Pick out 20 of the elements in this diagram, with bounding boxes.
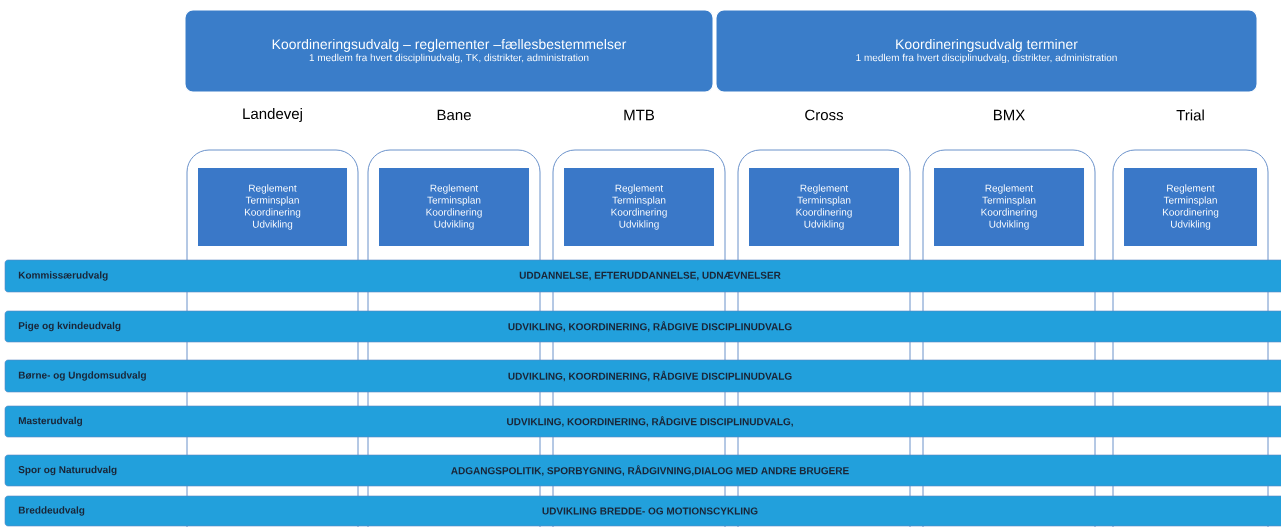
committee-band: Breddeudvalg UDVIKLING BREDDE- OG MOTIONSCYKLING — [4, 495, 1281, 527]
task-box: Reglement Terminsplan Koordinering Udvikling — [564, 168, 714, 246]
task-box: Reglement Terminsplan Koordinering Udvikling — [198, 168, 347, 246]
committee-band: Spor og Naturudvalg ADGANGSPOLITIK, SPORBYGNING, RÅDGIVNING,DIALOG MED ANDRE BRUGERE — [4, 454, 1281, 487]
column-heading: Trial — [1176, 109, 1204, 121]
committee-band: Masterudvalg UDVIKLING, KOORDINERING, RÅDGIVE DISCIPLINUDVALG, — [4, 405, 1281, 438]
committee-box: Koordineringsudvalg – reglementer –fællesbestemmelser 1 medlem fra hvert disciplinudvalg, TK, distrikter, administration — [184, 9, 714, 93]
column-heading: BMX — [994, 109, 1025, 121]
column-heading: Bane — [437, 109, 471, 121]
column-heading: Cross — [805, 109, 844, 121]
task-box: Reglement Terminsplan Koordinering Udvikling — [379, 168, 529, 246]
task-box: Reglement Terminsplan Koordinering Udvikling — [934, 168, 1084, 246]
committee-band: Børne- og Ungdomsudvalg UDVIKLING, KOORDINERING, RÅDGIVE DISCIPLINUDVALG — [4, 359, 1281, 393]
committee-band: Kommissærudvalg UDDANNELSE, EFTERUDDANNELSE, UDNÆVNELSER — [4, 259, 1281, 293]
committee-box: Koordineringsudvalg terminer 1 medlem fra hvert disciplinudvalg, distrikter, administration — [715, 9, 1258, 93]
column-heading: MTB — [624, 109, 655, 121]
column-heading: Landevej — [243, 108, 302, 122]
task-box: Reglement Terminsplan Koordinering Udvikling — [749, 168, 899, 246]
task-box: Reglement Terminsplan Koordinering Udvikling — [1124, 168, 1257, 246]
committee-band: Pige og kvindeudvalg UDVIKLING, KOORDINERING, RÅDGIVE DISCIPLINUDVALG — [4, 310, 1281, 343]
